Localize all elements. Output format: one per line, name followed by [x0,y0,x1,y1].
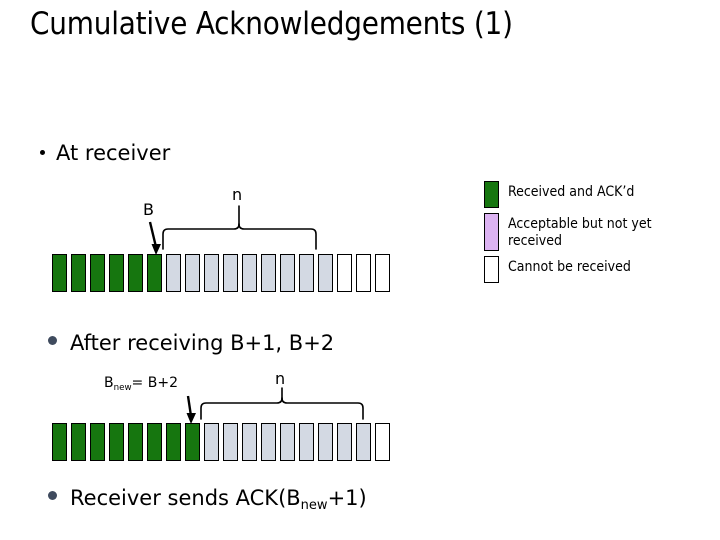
bullet-at-receiver-label: At receiver [56,141,171,165]
legend-item-cannot-be-received: Cannot be received [484,256,712,283]
legend-label-acceptable-not-received: Acceptable but not yet received [508,216,652,249]
legend-item-acceptable-not-received: Acceptable but not yet received [484,213,712,251]
packet-cell-green [147,423,162,461]
legend-item-received-ackd: Received and ACK’d [484,181,712,208]
packet-cell-accept [356,423,371,461]
legend: Received and ACK’d Acceptable but not ye… [484,181,712,288]
packet-cell-green [128,254,143,292]
packet-strip-receiver-after [52,423,390,461]
pointer-label-bnew-subscript: new [113,382,132,393]
bullet-dot-icon [40,150,45,155]
bullet-receiver-sends-label: Receiver sends ACK(Bnew+1) [70,487,367,517]
packet-cell-accept [318,423,333,461]
packet-cell-green [71,423,86,461]
ack-text-suffix: +1) [327,486,367,510]
packet-cell-green [166,423,181,461]
packet-cell-green [109,423,124,461]
packet-cell-green [52,423,67,461]
legend-swatch-green-icon [484,181,499,208]
packet-cell-green [128,423,143,461]
bullet-after-receiving-label: After receiving B+1, B+2 [70,331,335,355]
packet-cell-green [185,423,200,461]
pointer-label-bnew-suffix: = B+2 [131,375,178,391]
legend-swatch-acceptable-icon [484,213,499,251]
packet-cell-accept [204,254,219,292]
packet-cell-green [90,254,105,292]
packet-cell-green [71,254,86,292]
packet-cell-accept [280,254,295,292]
pointer-label-b: B [143,200,154,219]
packet-cell-accept [337,423,352,461]
legend-swatch-cannot-icon [484,256,499,283]
packet-cell-accept [261,423,276,461]
bullet-at-receiver: At receiver [40,142,170,164]
pointer-arrow-b [148,221,161,255]
bullet-dot-icon [48,491,57,500]
packet-cell-accept [261,254,276,292]
packet-cell-accept [166,254,181,292]
packet-cell-none [375,423,390,461]
legend-label-cannot-be-received: Cannot be received [508,259,631,275]
bullet-after-receiving: After receiving B+1, B+2 [48,332,334,354]
pointer-label-bnew: Bnew= B+2 [104,375,178,396]
ack-text-prefix: Receiver sends ACK(B [70,486,301,510]
ack-text-subscript: new [300,498,328,514]
page-title: Cumulative Acknowledgements (1) [30,6,513,42]
packet-cell-accept [223,423,238,461]
packet-cell-accept [204,423,219,461]
packet-cell-none [375,254,390,292]
window-span-label-n-two: n [275,369,286,388]
packet-cell-accept [318,254,333,292]
bullet-dot-icon [48,336,57,345]
pointer-label-bnew-prefix: B [104,375,114,391]
legend-label-received-ackd: Received and ACK’d [508,184,635,200]
packet-cell-green [147,254,162,292]
packet-cell-accept [299,423,314,461]
packet-cell-none [356,254,371,292]
packet-cell-accept [223,254,238,292]
packet-cell-green [52,254,67,292]
packet-cell-accept [299,254,314,292]
window-brace-two [200,387,364,420]
bullet-receiver-sends-ack: Receiver sends ACK(Bnew+1) [48,487,367,517]
window-brace-one [162,205,317,250]
packet-cell-accept [242,254,257,292]
packet-cell-green [109,254,124,292]
packet-strip-receiver-before [52,254,390,292]
packet-cell-green [90,423,105,461]
pointer-arrow-bnew [186,395,196,424]
packet-cell-accept [280,423,295,461]
packet-cell-accept [185,254,200,292]
packet-cell-none [337,254,352,292]
packet-cell-accept [242,423,257,461]
window-span-label-n-one: n [232,185,243,204]
